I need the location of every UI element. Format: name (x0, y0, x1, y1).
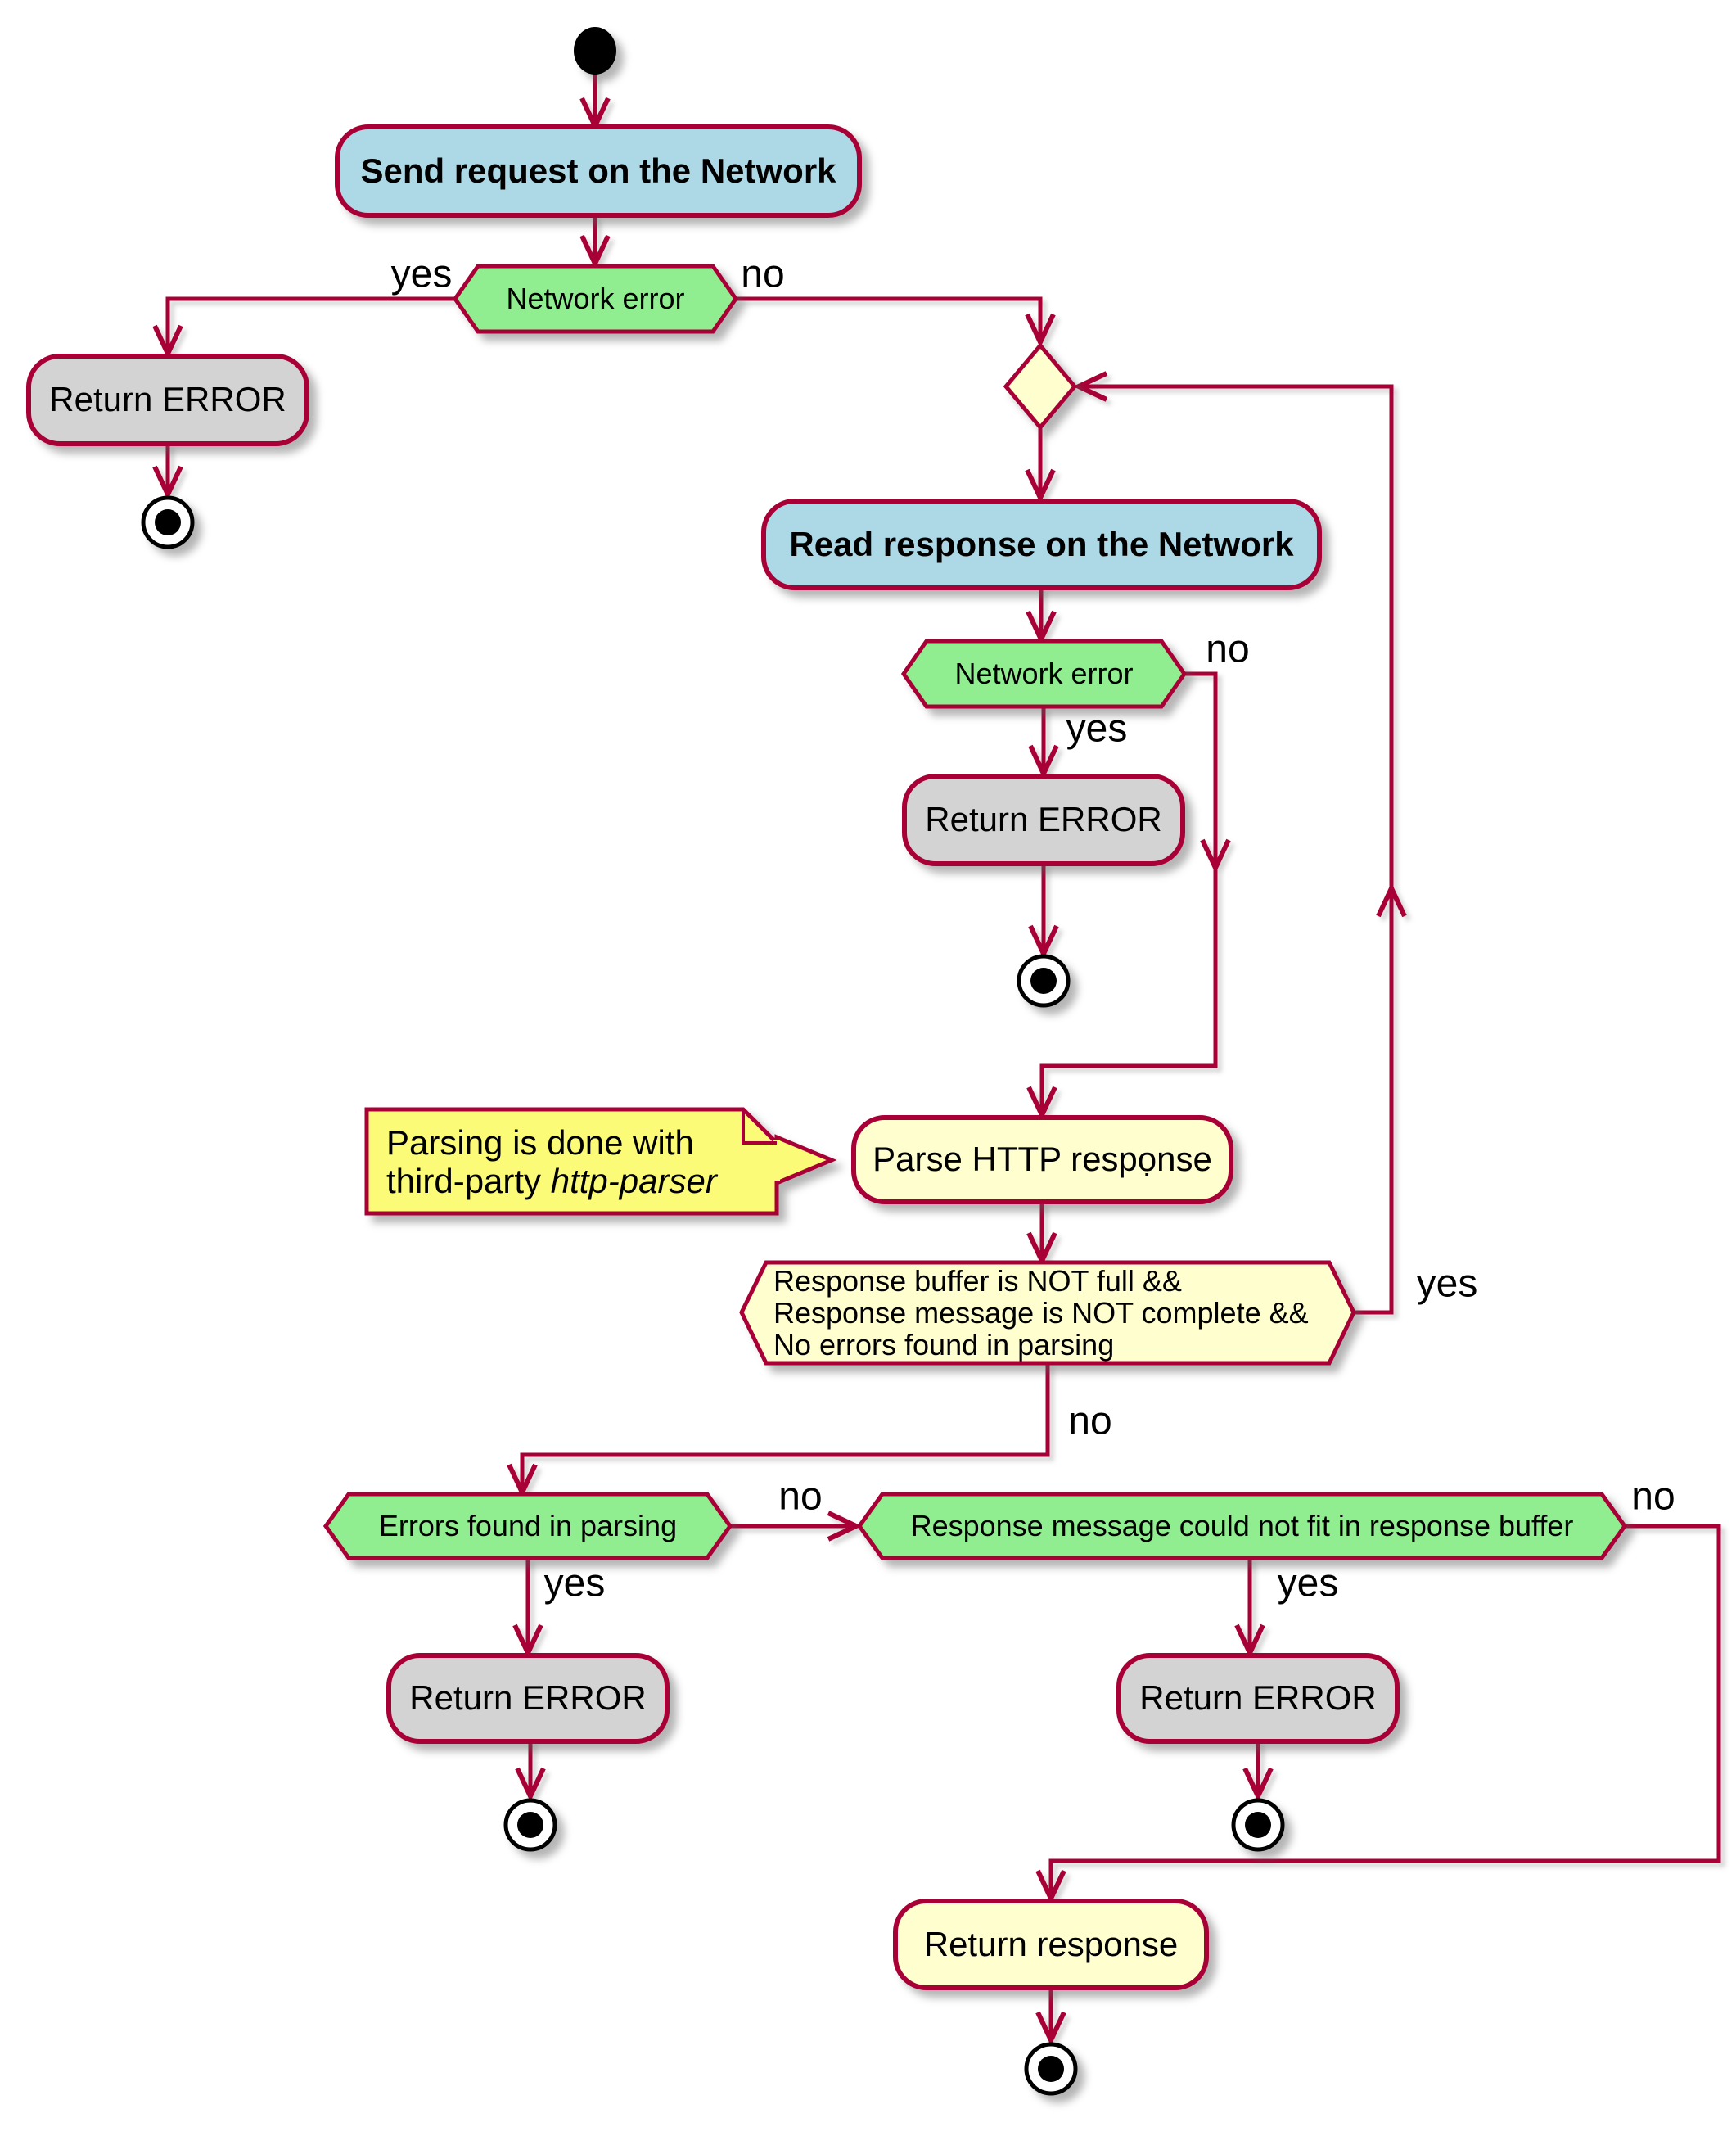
return-error-1-label: Return ERROR (49, 380, 286, 419)
activity-read-response-label: Read response on the Network (789, 524, 1294, 563)
activity-parse-response-box (851, 1115, 1233, 1204)
decision-buffer-fit-hexagon (856, 1492, 1628, 1560)
arrowhead-down-icon (1200, 838, 1231, 874)
return-error-3-label: Return ERROR (409, 1678, 647, 1718)
arrowhead-right-icon (827, 1511, 863, 1542)
edge-label-no-3: no (1068, 1399, 1112, 1443)
end-node-3-dot-icon (517, 1812, 543, 1838)
arrowhead-down-icon (1025, 313, 1056, 349)
return-error-2-box (902, 774, 1185, 866)
note-line2: third-party http-parser (386, 1162, 717, 1200)
return-response-label: Return response (923, 1924, 1179, 1963)
connector-layer (152, 73, 1721, 2047)
edge-label-no-1: no (741, 252, 785, 296)
return-error-3-box (386, 1653, 670, 1744)
activity-send-request-box (335, 124, 862, 218)
edge-decision1-no (736, 296, 1043, 339)
arrowheads (152, 97, 1407, 2047)
activity-send-request-label: Send request on the Network (360, 151, 836, 190)
decision-network-error-2-hexagon (900, 639, 1188, 709)
arrowhead-down-icon (152, 465, 183, 501)
arrowhead-down-icon (1242, 1767, 1274, 1803)
edge-loop-yes-back (1082, 384, 1394, 1315)
decision-network-error-1-hexagon (452, 264, 739, 334)
merge-diamond-icon (1003, 342, 1078, 431)
edge-label-yes-1: yes (390, 252, 453, 296)
decision-network-error-1-label: Network error (506, 282, 685, 316)
decision-parse-errors-hexagon (322, 1492, 733, 1560)
note-pointer-icon (774, 1134, 837, 1186)
loop-condition-text: Response buffer is NOT full && Response … (773, 1262, 1346, 1363)
edge-label-yes-2: yes (1066, 707, 1128, 751)
end-node-4-dot-icon (1245, 1812, 1271, 1838)
edge-label-yes-5: yes (1277, 1561, 1339, 1605)
arrowhead-left-icon (1072, 371, 1108, 402)
loop-condition-line3: No errors found in parsing (773, 1328, 1115, 1362)
loop-condition-line1: Response buffer is NOT full && (773, 1264, 1182, 1298)
loop-condition-hexagon (739, 1260, 1356, 1366)
arrowhead-down-icon (515, 1767, 546, 1803)
note-fold-icon (742, 1109, 777, 1145)
activity-read-response-box (761, 499, 1322, 590)
loop-condition-line2: Response message is NOT complete && (773, 1296, 1309, 1330)
note-line2-prefix: third-party (386, 1161, 551, 1200)
shape-layer (26, 27, 1628, 2096)
decision-buffer-fit-label: Response message could not fit in respon… (910, 1509, 1574, 1543)
edge-label-yes-loop: yes (1416, 1262, 1478, 1306)
note-line1: Parsing is done with (386, 1122, 694, 1162)
return-error-1-box (26, 354, 309, 446)
arrowhead-down-icon (1025, 468, 1056, 504)
edge-decision1-yes (165, 296, 455, 350)
note-line2-italic: http-parser (550, 1161, 717, 1200)
edge-label-no-5: no (1631, 1474, 1675, 1519)
edge-label-no-4: no (778, 1474, 823, 1519)
edge-label-no-2: no (1206, 627, 1250, 671)
note-text: Parsing is done with third-party http-pa… (386, 1109, 763, 1213)
decision-network-error-2-label: Network error (954, 657, 1134, 691)
arrowhead-down-icon (1028, 924, 1059, 960)
activity-parse-response-label: Parse HTTP respọnse (873, 1140, 1212, 1179)
return-error-2-label: Return ERROR (925, 800, 1162, 839)
arrowhead-down-icon (579, 234, 611, 270)
edge-decision2-no (1039, 671, 1218, 1112)
return-error-4-box (1116, 1653, 1400, 1744)
edge-label-yes-4: yes (543, 1561, 606, 1605)
end-node-2-dot-icon (1030, 968, 1057, 994)
return-response-box (893, 1899, 1209, 1990)
end-node-5-dot-icon (1038, 2056, 1064, 2082)
return-error-4-label: Return ERROR (1139, 1678, 1377, 1718)
arrowhead-up-icon (1376, 882, 1407, 918)
start-node-icon (574, 27, 616, 75)
edge-decision4-no (1048, 1524, 1721, 1895)
edge-loopcond-no (520, 1363, 1050, 1489)
arrowhead-down-icon (1035, 2011, 1066, 2047)
end-node-1-dot-icon (155, 509, 181, 535)
decision-parse-errors-label: Errors found in parsing (378, 1509, 678, 1543)
